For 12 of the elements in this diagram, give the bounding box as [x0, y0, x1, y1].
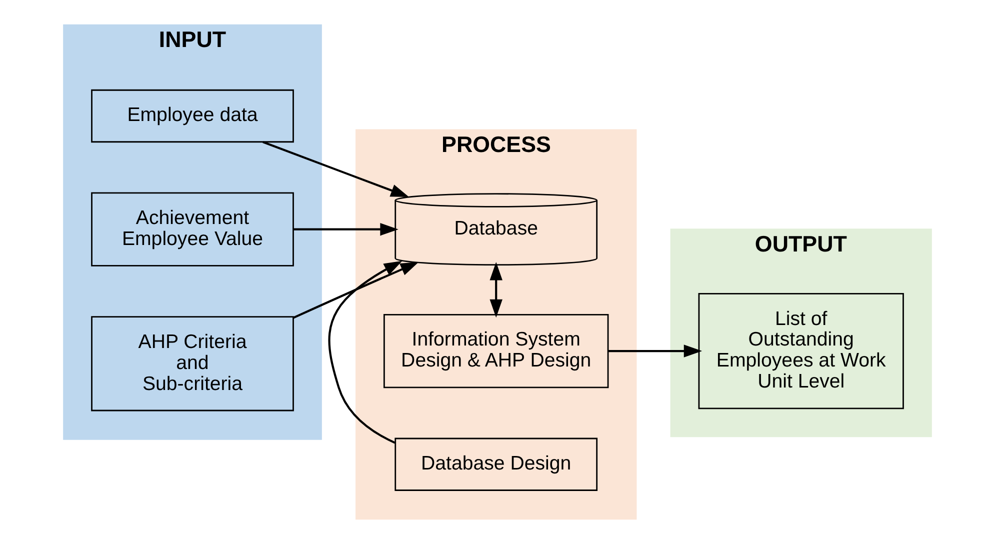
- arrow: [328, 260, 402, 444]
- arrow: [262, 141, 409, 198]
- arrow: [490, 262, 502, 318]
- arrow: [608, 344, 702, 358]
- arrow: [292, 262, 419, 319]
- node-box: Database Design: [394, 438, 598, 491]
- node-box: AHP Criteria and Sub-criteria: [91, 316, 294, 412]
- node-box: Information System Design & AHP Design: [383, 314, 609, 388]
- arrow: [294, 222, 398, 236]
- node-box: List of Outstanding Employees at Work Unit Level: [698, 292, 904, 410]
- node-box: Achievement Employee Value: [91, 192, 294, 266]
- node-box: Employee data: [91, 89, 294, 143]
